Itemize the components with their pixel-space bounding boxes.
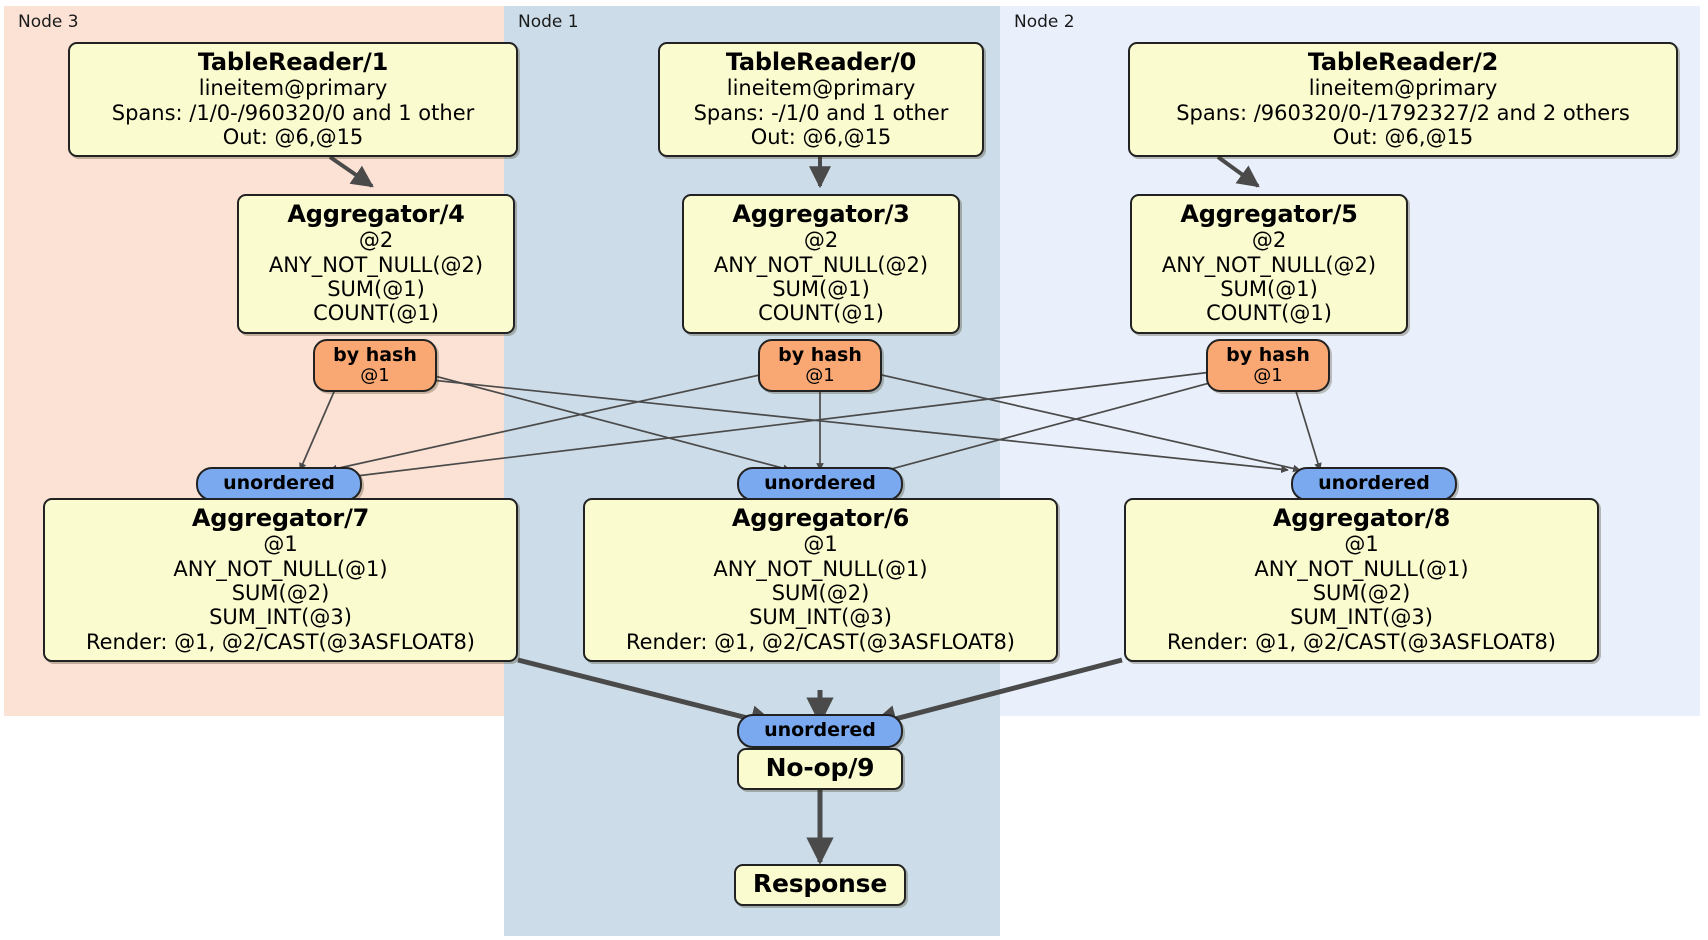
processor-title: Aggregator/4 — [287, 200, 465, 228]
processor-detail-line: ANY_NOT_NULL(@2) — [713, 252, 929, 277]
processor-render-line: Render: @1, @2/CAST(@3ASFLOAT8) — [1166, 629, 1557, 654]
processor-detail-line: lineitem@primary — [1308, 76, 1498, 101]
processor-detail-line: SUM(@1) — [327, 277, 425, 302]
processor-table-reader-0[interactable]: TableReader/0 lineitem@primary Spans: -/… — [658, 42, 984, 158]
processor-title: TableReader/2 — [1307, 48, 1499, 76]
processor-table-reader-1[interactable]: TableReader/1 lineitem@primary Spans: /1… — [68, 42, 518, 158]
router-by-hash-node1[interactable]: by hash @1 — [758, 339, 882, 392]
processor-detail-line: SUM(@2) — [1312, 581, 1411, 606]
processor-detail-line: Spans: /960320/0-/1792327/2 and 2 others — [1176, 100, 1630, 125]
processor-aggregator-6[interactable]: Aggregator/6 @1 ANY_NOT_NULL(@1) SUM(@2)… — [583, 498, 1058, 663]
router-by-hash-node3[interactable]: by hash @1 — [313, 339, 437, 392]
processor-detail-line: Out: @6,@15 — [750, 125, 892, 150]
router-label: by hash — [333, 344, 417, 366]
processor-detail-line: SUM_INT(@3) — [749, 605, 892, 630]
processor-noop-9[interactable]: No-op/9 — [737, 748, 903, 790]
processor-aggregator-8[interactable]: Aggregator/8 @1 ANY_NOT_NULL(@1) SUM(@2)… — [1124, 498, 1599, 663]
synchronizer-label: unordered — [223, 472, 335, 494]
processor-aggregator-4[interactable]: Aggregator/4 @2 ANY_NOT_NULL(@2) SUM(@1)… — [237, 194, 515, 334]
processor-detail-line: ANY_NOT_NULL(@1) — [173, 556, 388, 581]
processor-detail-line: @2 — [1251, 228, 1287, 253]
node-label-node1: Node 1 — [518, 12, 579, 32]
processor-detail-line: @1 — [1344, 532, 1379, 557]
processor-title: Aggregator/6 — [731, 504, 910, 532]
processor-title: No-op/9 — [765, 753, 875, 782]
processor-detail-line: ANY_NOT_NULL(@2) — [1161, 252, 1377, 277]
processor-detail-line: lineitem@primary — [726, 76, 916, 101]
router-column: @1 — [805, 364, 835, 386]
processor-detail-line: COUNT(@1) — [1206, 301, 1332, 326]
processor-detail-line: Spans: -/1/0 and 1 other — [693, 100, 949, 125]
processor-title: Aggregator/8 — [1272, 504, 1451, 532]
processor-detail-line: @1 — [263, 532, 298, 557]
processor-detail-line: Out: @6,@15 — [222, 125, 364, 150]
processor-table-reader-2[interactable]: TableReader/2 lineitem@primary Spans: /9… — [1128, 42, 1678, 158]
processor-aggregator-3[interactable]: Aggregator/3 @2 ANY_NOT_NULL(@2) SUM(@1)… — [682, 194, 960, 334]
router-label: by hash — [1226, 344, 1310, 366]
processor-detail-line: ANY_NOT_NULL(@2) — [268, 252, 484, 277]
processor-detail-line: lineitem@primary — [198, 76, 388, 101]
processor-detail-line: SUM(@1) — [772, 277, 870, 302]
synchronizer-unordered-final[interactable]: unordered — [737, 714, 903, 748]
processor-detail-line: @2 — [358, 228, 394, 253]
processor-detail-line: COUNT(@1) — [313, 301, 439, 326]
node-label-node3: Node 3 — [18, 12, 79, 32]
router-label: by hash — [778, 344, 862, 366]
synchronizer-unordered-node1[interactable]: unordered — [737, 467, 903, 501]
processor-detail-line: Spans: /1/0-/960320/0 and 1 other — [111, 100, 475, 125]
processor-title: Aggregator/3 — [732, 200, 910, 228]
processor-detail-line: ANY_NOT_NULL(@1) — [1254, 556, 1469, 581]
router-by-hash-node2[interactable]: by hash @1 — [1206, 339, 1330, 392]
processor-detail-line: Out: @6,@15 — [1332, 125, 1474, 150]
router-column: @1 — [360, 364, 390, 386]
synchronizer-label: unordered — [764, 472, 876, 494]
synchronizer-unordered-node3[interactable]: unordered — [196, 467, 362, 501]
node-label-node2: Node 2 — [1014, 12, 1075, 32]
processor-detail-line: ANY_NOT_NULL(@1) — [713, 556, 928, 581]
processor-aggregator-5[interactable]: Aggregator/5 @2 ANY_NOT_NULL(@2) SUM(@1)… — [1130, 194, 1408, 334]
processor-title: TableReader/0 — [725, 48, 917, 76]
processor-detail-line: SUM(@2) — [231, 581, 330, 606]
processor-title: Response — [752, 869, 888, 898]
synchronizer-label: unordered — [1318, 472, 1430, 494]
processor-detail-line: COUNT(@1) — [758, 301, 884, 326]
synchronizer-label: unordered — [764, 719, 876, 741]
synchronizer-unordered-node2[interactable]: unordered — [1291, 467, 1457, 501]
processor-detail-line: SUM(@1) — [1220, 277, 1318, 302]
processor-render-line: Render: @1, @2/CAST(@3ASFLOAT8) — [625, 629, 1016, 654]
processor-title: Aggregator/7 — [191, 504, 370, 532]
processor-detail-line: SUM(@2) — [771, 581, 870, 606]
processor-detail-line: SUM_INT(@3) — [209, 605, 352, 630]
router-column: @1 — [1253, 364, 1283, 386]
processor-render-line: Render: @1, @2/CAST(@3ASFLOAT8) — [85, 629, 476, 654]
processor-aggregator-7[interactable]: Aggregator/7 @1 ANY_NOT_NULL(@1) SUM(@2)… — [43, 498, 518, 663]
processor-detail-line: SUM_INT(@3) — [1290, 605, 1433, 630]
processor-detail-line: @2 — [803, 228, 839, 253]
processor-response[interactable]: Response — [734, 864, 906, 906]
processor-title: Aggregator/5 — [1180, 200, 1358, 228]
processor-detail-line: @1 — [803, 532, 838, 557]
processor-title: TableReader/1 — [197, 48, 389, 76]
